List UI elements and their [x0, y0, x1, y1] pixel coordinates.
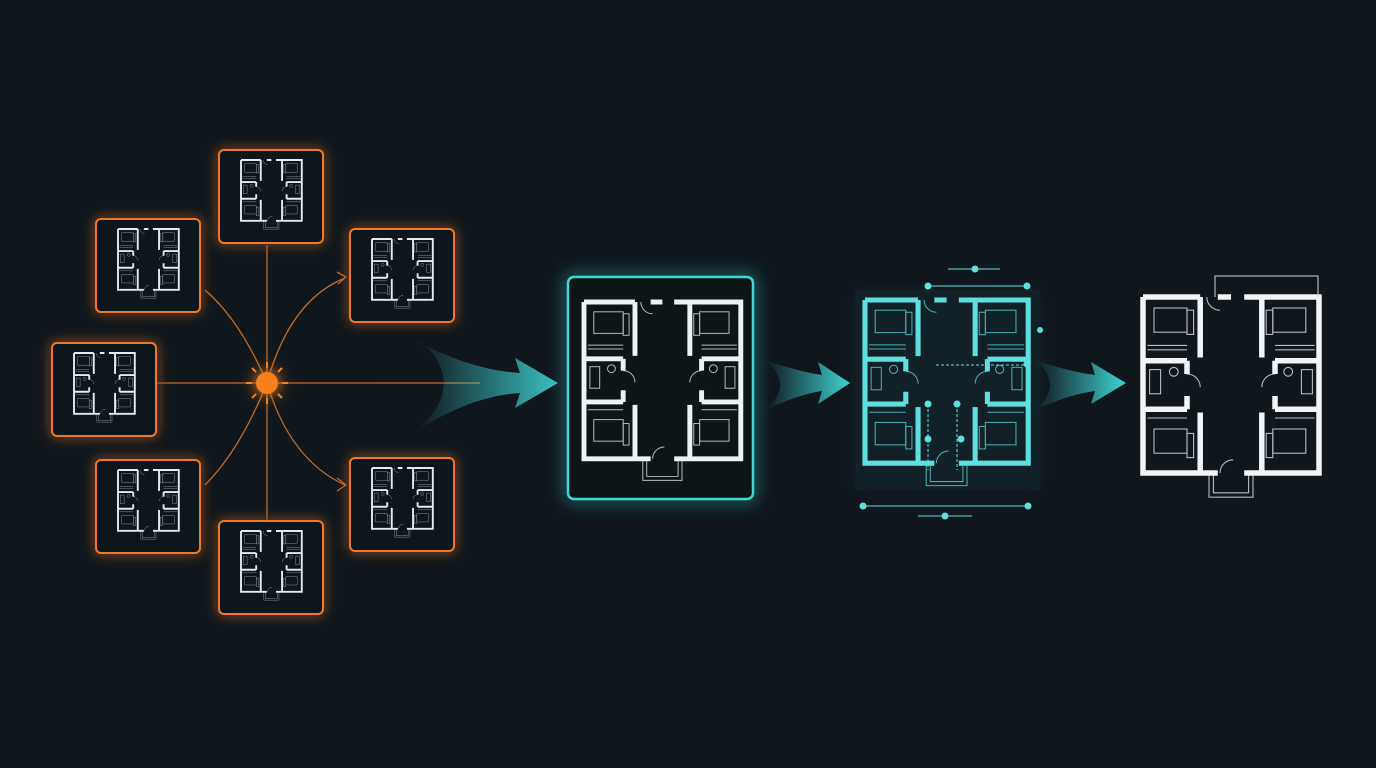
tile-frame — [349, 228, 455, 323]
connector-upper-right — [266, 277, 346, 384]
tile-frame — [218, 149, 324, 244]
tile-top — [218, 149, 324, 244]
tile-frame — [95, 218, 201, 313]
tile-frame — [51, 342, 157, 437]
arrow-right-icon — [765, 360, 850, 410]
tile-upper-right — [349, 228, 455, 323]
tile-upper-left — [95, 218, 201, 313]
sun-icon — [246, 362, 288, 404]
connector-lower-right — [266, 382, 346, 486]
tile-frame — [95, 459, 201, 554]
source-tiles — [51, 149, 455, 615]
tile-lower-right — [349, 457, 455, 552]
arrow-right-icon — [1035, 360, 1126, 410]
annotated-plan — [855, 265, 1043, 520]
connector-upper-left — [204, 289, 268, 384]
dimension-lines — [859, 265, 1043, 520]
tile-lower-left — [95, 459, 201, 554]
connector-lower-left — [204, 382, 268, 486]
selected-plan — [566, 275, 755, 501]
final-plan — [1143, 275, 1319, 497]
tile-frame — [218, 520, 324, 615]
arrow-right-icon — [415, 340, 558, 432]
tile-frame — [349, 457, 455, 552]
tile-bottom — [218, 520, 324, 615]
tile-left — [51, 342, 157, 437]
